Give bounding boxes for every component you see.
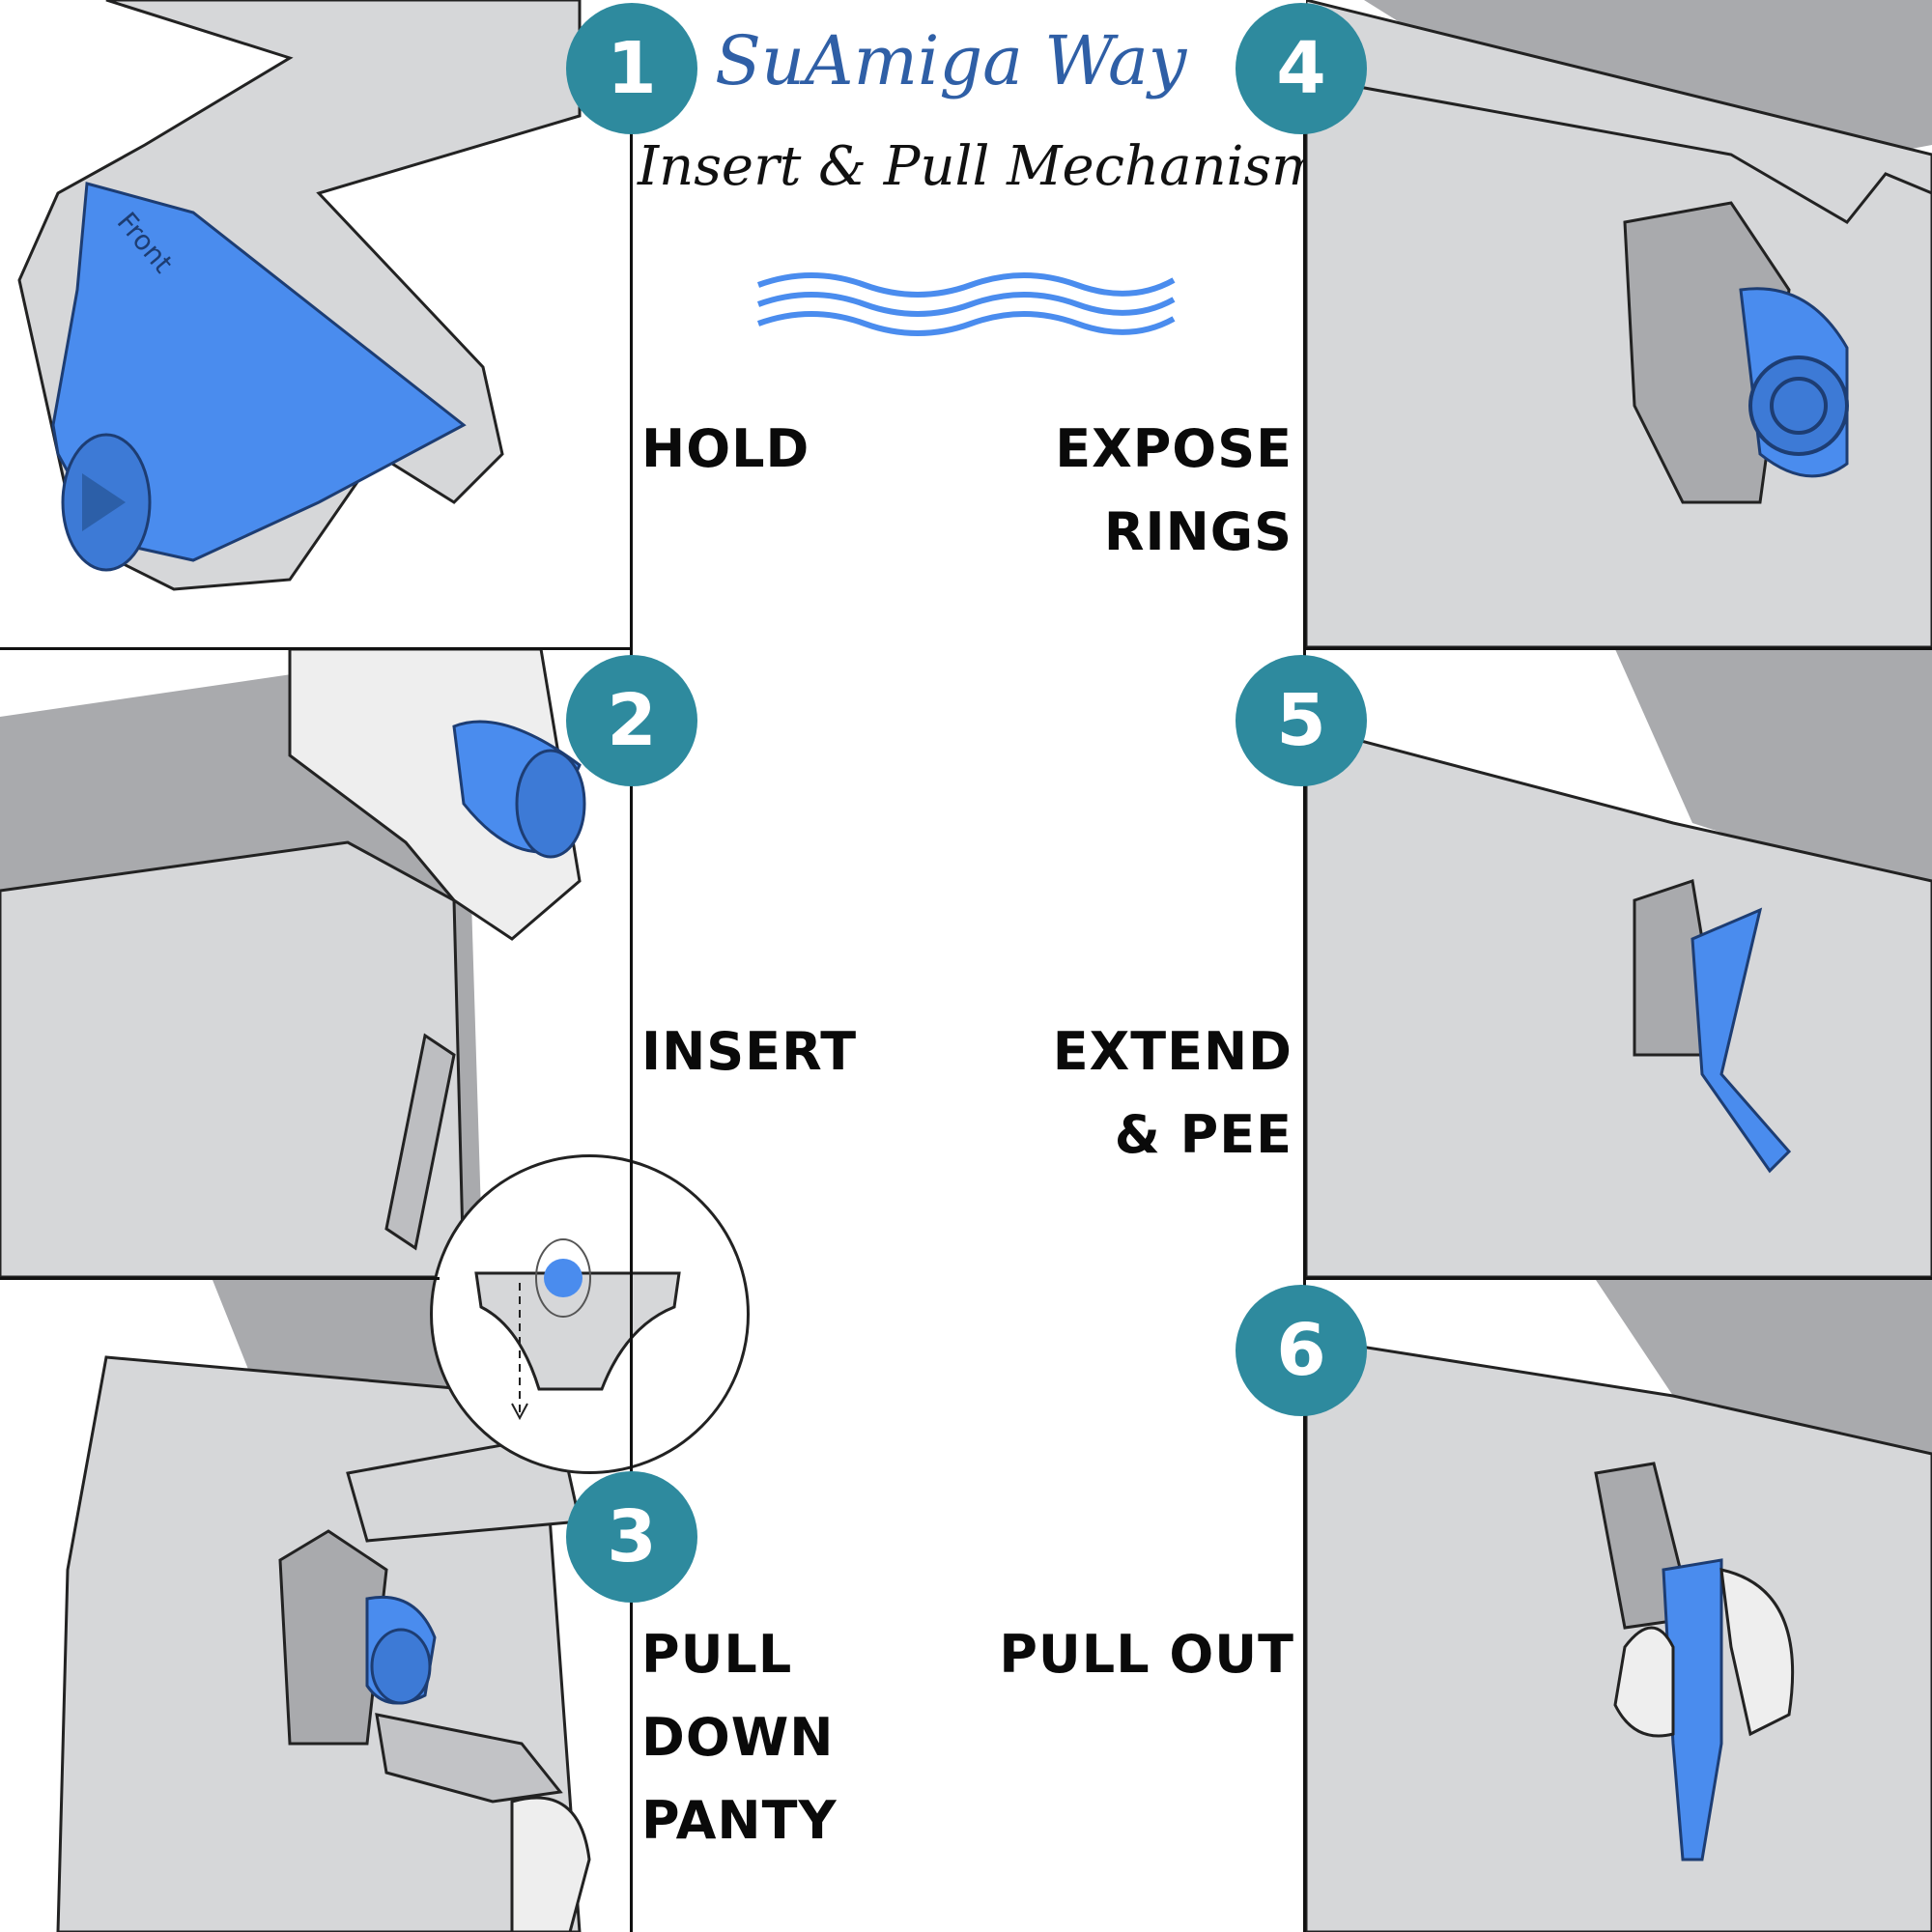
divider-right: [1303, 101, 1306, 1932]
step-label-5: EXTEND & PEE: [1005, 1010, 1293, 1177]
down-arrow-icon: [511, 1283, 528, 1421]
divider-row2-left: [0, 1277, 440, 1280]
waves-decoration: [756, 272, 1176, 336]
divider-row1-right: [1303, 647, 1932, 650]
step-badge-5: 5: [1236, 655, 1367, 786]
step-badge-1: 1: [566, 3, 697, 134]
step-label-2-line-1: INSERT: [641, 1021, 858, 1082]
step-label-6-line-1: PULL OUT: [999, 1624, 1294, 1685]
brand-title: SuAmiga Way: [715, 21, 1187, 100]
divider-left: [630, 101, 633, 1932]
step-label-4: EXPOSE RINGS: [1005, 408, 1293, 574]
step-label-5-line-1: EXTEND: [1052, 1021, 1293, 1082]
illustration-step-1: Front: [0, 0, 631, 647]
illustration-step-2: [0, 649, 631, 1277]
step-label-2: INSERT: [641, 1010, 857, 1094]
illustration-step-4: [1306, 0, 1932, 647]
step-label-4-line-1: EXPOSE: [1055, 418, 1293, 479]
illustration-step-5: [1306, 649, 1932, 1277]
step-label-1-line-1: HOLD: [641, 418, 810, 479]
step-badge-6: 6: [1236, 1285, 1367, 1416]
step-badge-2: 2: [566, 655, 697, 786]
step-label-3: PULL DOWN PANTY: [641, 1613, 838, 1862]
illustration-step-6: [1306, 1280, 1932, 1932]
step-label-3-line-1: PULL: [641, 1624, 793, 1685]
step-label-5-line-2: & PEE: [1114, 1104, 1293, 1165]
step-label-1: HOLD: [641, 408, 810, 491]
step-label-6: PULL OUT: [966, 1613, 1294, 1696]
divider-row1-left: [0, 647, 633, 650]
illustration-step-3: [0, 1280, 631, 1932]
step-label-4-line-2: RINGS: [1103, 501, 1293, 562]
panty-diagram-icon: [474, 1238, 681, 1421]
step-label-3-line-2: DOWN: [641, 1707, 835, 1768]
divider-row2-right: [1303, 1277, 1932, 1280]
panty-inset: [430, 1154, 750, 1474]
step-label-3-line-3: PANTY: [641, 1790, 838, 1851]
step-badge-3: 3: [566, 1471, 697, 1603]
step-badge-4: 4: [1236, 3, 1367, 134]
page-subtitle: Insert & Pull Mechanism: [638, 135, 1323, 198]
